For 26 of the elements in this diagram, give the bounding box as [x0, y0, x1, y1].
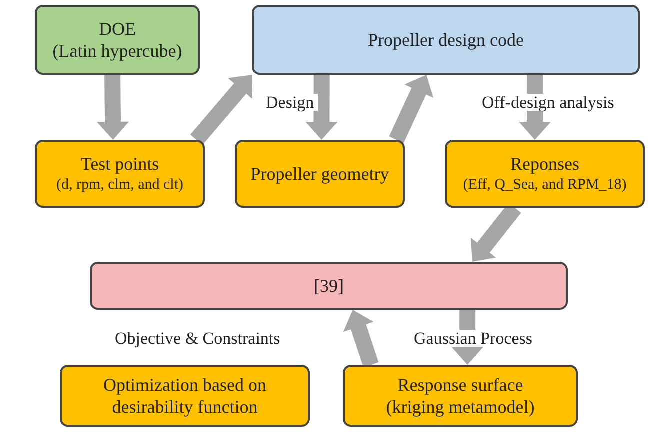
process-box — [445, 140, 645, 208]
process-box — [252, 5, 640, 75]
box-text: (Latin hypercube) — [52, 40, 182, 62]
process-box — [235, 140, 405, 208]
box-text: Propeller geometry — [250, 162, 390, 186]
box-text: DOE — [99, 18, 136, 40]
process-box — [60, 365, 310, 427]
box-text: Propeller design code — [368, 28, 524, 52]
block-arrow — [389, 75, 434, 144]
block-arrow — [190, 75, 252, 146]
process-box — [35, 140, 205, 208]
block-arrow — [306, 74, 338, 140]
note-label: Objective & Constraints — [115, 330, 280, 347]
box-text: Response surface — [398, 374, 524, 396]
box-text: Test points — [80, 153, 160, 176]
box-text: (d, rpm, clm, and clt) — [56, 176, 184, 195]
block-arrow — [97, 74, 130, 140]
process-box — [35, 5, 200, 75]
block-arrow — [343, 310, 379, 368]
box-text: (Eff, Q_Sea, and RPM_18) — [463, 176, 627, 195]
box-text: Optimization based on desirability function — [102, 374, 268, 418]
box-text: [39] — [314, 274, 344, 298]
box-text: (kriging metamodel) — [386, 396, 535, 418]
process-box — [343, 365, 578, 427]
process-box — [90, 262, 568, 310]
box-text: Reponses — [510, 153, 580, 176]
